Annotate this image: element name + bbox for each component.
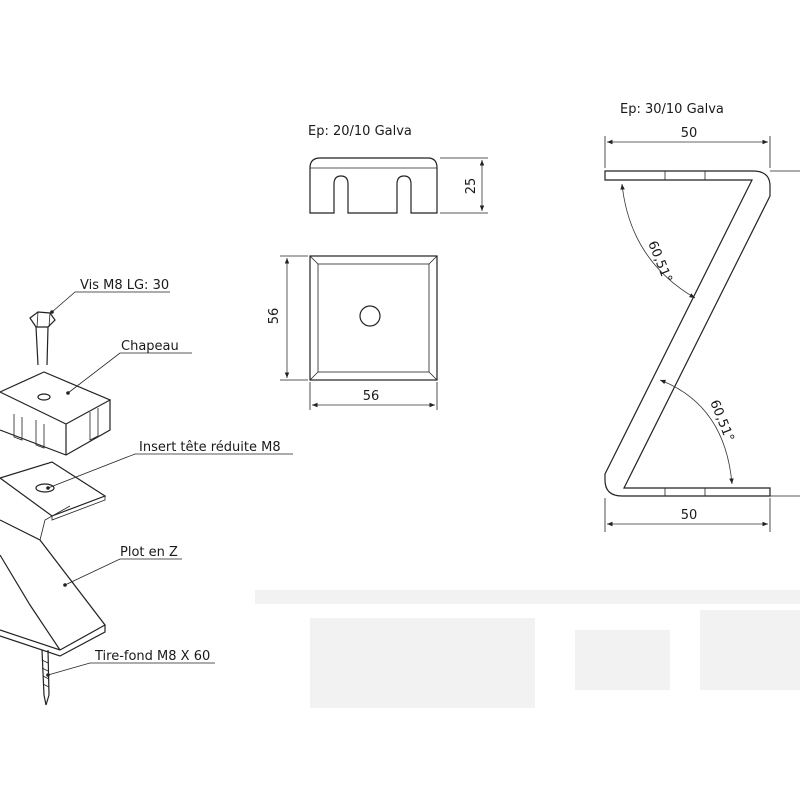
- cap-thickness-note: Ep: 20/10 Galva: [308, 124, 412, 139]
- cap-front-view: [309, 157, 438, 214]
- callout-leaders: [46, 291, 293, 677]
- callout-chapeau-label: Chapeau: [121, 339, 179, 354]
- z-plot-part: [0, 505, 106, 657]
- callout-vis-label: Vis M8 LG: 30: [80, 278, 169, 293]
- cap-width-dimension: 56: [309, 382, 438, 410]
- cap-height-dimension: 25: [440, 157, 488, 214]
- z-bottom-width-value: 50: [681, 508, 698, 523]
- z-profile-view: Ep: 30/10 Galva 50 60,51° 60,51°: [604, 102, 800, 532]
- z-thickness-note: Ep: 30/10 Galva: [620, 102, 724, 117]
- exploded-assembly: Vis M8 LG: 30 Chapeau Insert tête réduit…: [0, 278, 293, 706]
- chapeau-part: [0, 371, 112, 456]
- z-top-angle: 60,51°: [644, 239, 674, 285]
- callout-plot-label: Plot en Z: [120, 545, 178, 560]
- title-block-faded: [255, 590, 800, 708]
- z-bottom-width-dimension: 50: [604, 498, 771, 532]
- cap-top-view: [309, 255, 438, 381]
- z-top-width-dimension: 50: [604, 126, 771, 168]
- screw-part: [29, 311, 56, 366]
- cap-views: Ep: 20/10 Galva 25 56: [267, 124, 488, 410]
- cap-width-value: 56: [363, 389, 380, 404]
- z-bottom-angle: 60,51°: [706, 398, 736, 444]
- insert-plate-part: [0, 461, 107, 521]
- tirefond-part: [41, 649, 50, 706]
- cap-side-value: 56: [267, 308, 282, 325]
- callout-tirefond-label: Tire-fond M8 X 60: [94, 649, 210, 664]
- cap-height-value: 25: [464, 178, 479, 195]
- callout-insert-label: Insert tête réduite M8: [139, 440, 281, 455]
- z-angle-arcs: [620, 183, 734, 485]
- cap-side-dimension: 56: [267, 255, 308, 381]
- z-profile-shape: [604, 170, 800, 497]
- z-top-width-value: 50: [681, 126, 698, 141]
